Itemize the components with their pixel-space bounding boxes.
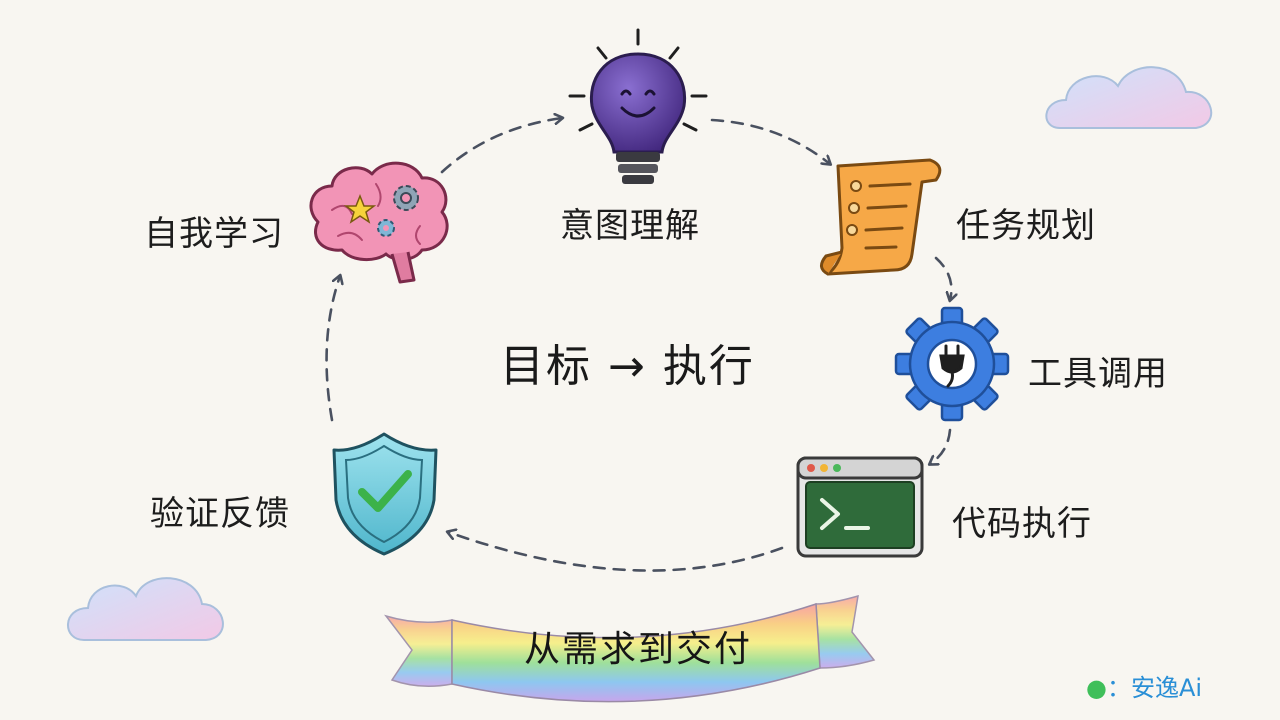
step-label-tools: 工具调用 bbox=[1028, 354, 1168, 394]
scroll-icon bbox=[820, 158, 942, 276]
arrow-gear-to-terminal bbox=[930, 428, 952, 464]
watermark: ●：安逸Ai bbox=[1086, 668, 1202, 703]
gear-plug-icon bbox=[894, 306, 1010, 422]
step-label-intent: 意图理解 bbox=[560, 206, 700, 246]
arrow-brain-to-bulb bbox=[440, 118, 562, 174]
arrow-terminal-to-shield bbox=[448, 532, 784, 572]
step-label-learn: 自我学习 bbox=[144, 214, 284, 254]
arrow-shield-to-brain bbox=[325, 276, 340, 422]
step-label-verify: 验证反馈 bbox=[150, 494, 290, 534]
wechat-icon: ● bbox=[1086, 674, 1107, 702]
terminal-icon bbox=[796, 456, 924, 558]
lightbulb-icon bbox=[568, 28, 708, 184]
brain-icon bbox=[309, 161, 449, 284]
arrow-bulb-to-scroll bbox=[710, 118, 830, 164]
center-title: 目标 → 执行 bbox=[500, 341, 755, 392]
cloud-top-right bbox=[1045, 66, 1213, 129]
cloud-bottom-left bbox=[67, 577, 224, 641]
watermark-text: ：安逸Ai bbox=[1106, 674, 1203, 702]
step-label-planning: 任务规划 bbox=[956, 206, 1096, 246]
step-label-code: 代码执行 bbox=[952, 504, 1092, 544]
rainbow-banner bbox=[384, 594, 876, 703]
arrow-scroll-to-gear bbox=[934, 256, 951, 300]
shield-check-icon bbox=[332, 432, 438, 556]
banner-text: 从需求到交付 bbox=[523, 629, 752, 670]
cycle-arrows bbox=[325, 118, 952, 572]
